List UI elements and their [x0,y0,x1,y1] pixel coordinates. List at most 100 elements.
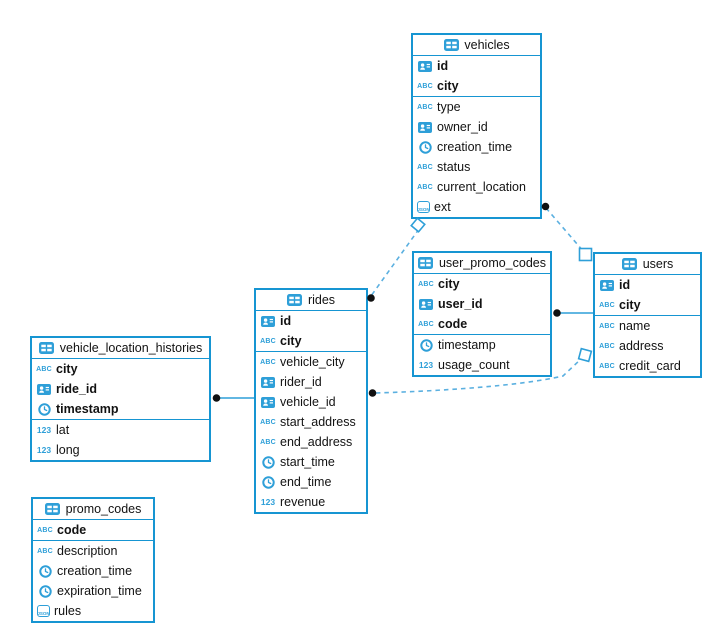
table-name: user_promo_codes [438,256,546,270]
table-header[interactable]: users [595,254,700,275]
column-name: credit_card [619,359,681,373]
column-ext[interactable]: JSON ext [413,197,540,217]
column-name: lat [56,423,70,437]
column-rider-id[interactable]: rider_id [256,372,366,392]
column-name: city [619,298,641,312]
timestamp-icon [37,584,53,598]
column-start-address[interactable]: ABC start_address [256,412,366,432]
column-name: vehicle_city [280,355,345,369]
column-user-name[interactable]: ABC name [595,316,700,336]
table-vehicles[interactable]: vehicles id ABC city ABC type owner_id [411,33,542,219]
column-revenue[interactable]: 123 revenue [256,492,366,512]
column-current-location[interactable]: ABC current_location [413,177,540,197]
column-long[interactable]: 123 long [32,440,209,460]
column-id[interactable]: id [256,311,366,331]
column-name: id [437,59,449,73]
uuid-icon [417,60,433,72]
text-type-icon: ABC [260,438,276,446]
column-city[interactable]: ABC city [414,274,550,294]
column-name: usage_count [438,358,510,372]
column-description[interactable]: ABC description [33,541,153,561]
column-credit-card[interactable]: ABC credit_card [595,356,700,376]
column-city[interactable]: ABC city [32,359,209,379]
column-timestamp[interactable]: timestamp [414,335,550,355]
table-header[interactable]: vehicles [413,35,540,56]
table-name: users [642,257,674,271]
column-vehicle-id[interactable]: vehicle_id [256,392,366,412]
table-icon [418,257,434,269]
table-header[interactable]: promo_codes [33,499,153,520]
pk-section: ABC city ride_id timestamp [32,359,209,420]
table-header[interactable]: user_promo_codes [414,253,550,274]
column-expiration-time[interactable]: expiration_time [33,581,153,601]
column-name: end_address [280,435,353,449]
column-creation-time[interactable]: creation_time [33,561,153,581]
text-type-icon: ABC [417,163,433,171]
table-icon [443,39,459,51]
column-status[interactable]: ABC status [413,157,540,177]
column-name: city [280,334,302,348]
column-owner-id[interactable]: owner_id [413,117,540,137]
column-end-address[interactable]: ABC end_address [256,432,366,452]
columns-section: ABC type owner_id creation_time ABC stat… [413,97,540,217]
one-end-marker [577,347,593,363]
column-city[interactable]: ABC city [413,76,540,96]
many-end-dot [368,389,377,397]
column-lat[interactable]: 123 lat [32,420,209,440]
table-icon [287,294,303,306]
columns-section: ABC name ABC address ABC credit_card [595,316,700,376]
table-vehicle-location-histories[interactable]: vehicle_location_histories ABC city ride… [30,336,211,462]
table-promo-codes[interactable]: promo_codes ABC code ABC description cre… [31,497,155,623]
text-type-icon: ABC [260,358,276,366]
text-type-icon: ABC [260,418,276,426]
table-header[interactable]: rides [256,290,366,311]
column-id[interactable]: id [595,275,700,295]
column-name: city [56,362,78,376]
column-usage-count[interactable]: 123 usage_count [414,355,550,375]
column-code[interactable]: ABC code [414,314,550,334]
column-city[interactable]: ABC city [595,295,700,315]
column-name: timestamp [56,402,119,416]
table-users[interactable]: users id ABC city ABC name ABC address A… [593,252,702,378]
column-vehicle-city[interactable]: ABC vehicle_city [256,352,366,372]
column-start-time[interactable]: start_time [256,452,366,472]
column-name: city [437,79,459,93]
column-city[interactable]: ABC city [256,331,366,351]
column-end-time[interactable]: end_time [256,472,366,492]
timestamp-icon [37,564,53,578]
column-type[interactable]: ABC type [413,97,540,117]
column-code[interactable]: ABC code [33,520,153,540]
text-type-icon: ABC [37,547,53,555]
timestamp-icon [260,475,276,489]
table-user-promo-codes[interactable]: user_promo_codes ABC city user_id ABC co… [412,251,552,377]
table-icon [39,342,55,354]
one-end-marker [410,217,426,233]
column-user-id[interactable]: user_id [414,294,550,314]
column-timestamp[interactable]: timestamp [32,399,209,419]
one-end-marker [578,247,593,262]
columns-section: timestamp 123 usage_count [414,335,550,375]
uuid-icon [260,396,276,408]
timestamp-icon [260,455,276,469]
column-id[interactable]: id [413,56,540,76]
column-name: timestamp [438,338,496,352]
column-name: start_address [280,415,356,429]
json-icon: JSON [37,605,50,617]
column-creation-time[interactable]: creation_time [413,137,540,157]
column-name: rider_id [280,375,322,389]
table-icon [45,503,61,515]
table-header[interactable]: vehicle_location_histories [32,338,209,359]
column-name: creation_time [57,564,133,578]
text-type-icon: ABC [599,362,615,370]
table-rides[interactable]: rides id ABC city ABC vehicle_city rider… [254,288,368,514]
column-address[interactable]: ABC address [595,336,700,356]
uuid-icon [260,376,276,388]
column-ride-id[interactable]: ride_id [32,379,209,399]
column-rules[interactable]: JSON rules [33,601,153,621]
number-type-icon: 123 [36,445,52,455]
text-type-icon: ABC [599,342,615,350]
timestamp-icon [418,338,434,352]
column-name: code [438,317,468,331]
column-name: start_time [280,455,335,469]
column-name: current_location [437,180,526,194]
